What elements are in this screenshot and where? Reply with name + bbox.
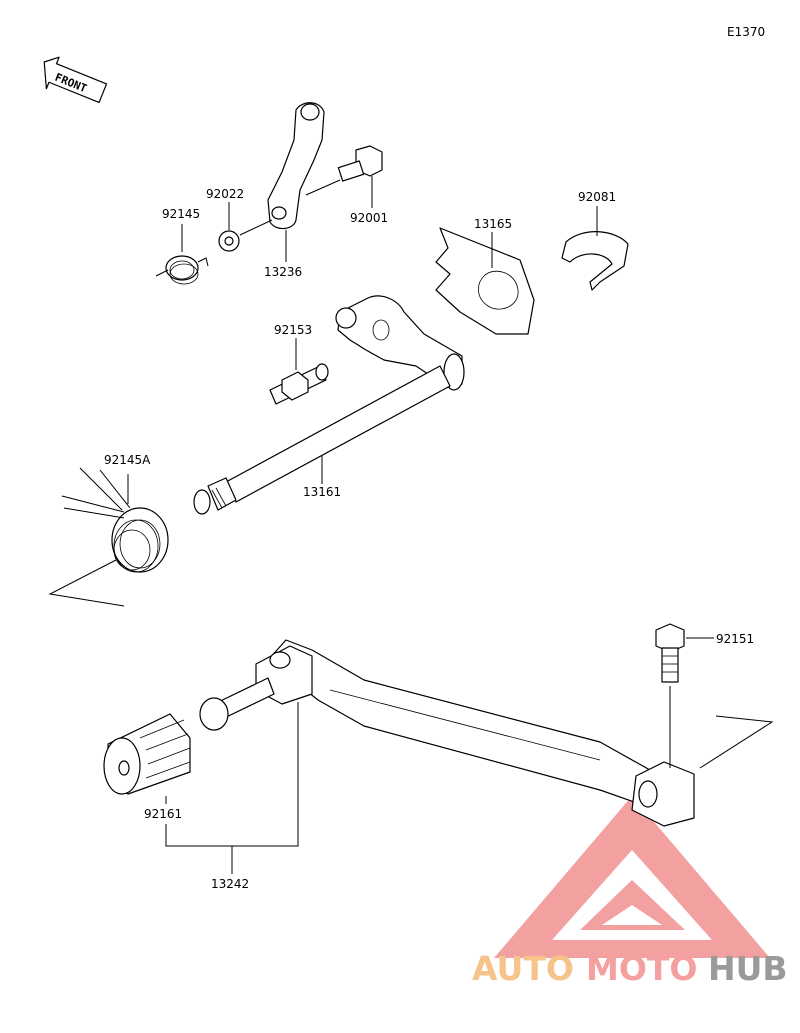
- stud-92153: [269, 363, 329, 405]
- watermark-auto: AUTO: [472, 949, 574, 988]
- label-92151: 92151: [716, 632, 754, 646]
- label-92001: 92001: [350, 211, 388, 225]
- label-13236: 13236: [264, 265, 302, 279]
- bolt-92151: [655, 623, 685, 683]
- watermark-hub: HUB: [708, 949, 788, 988]
- bolt-92001: [337, 145, 383, 182]
- front-arrow-icon: FRONT: [43, 56, 108, 104]
- watermark-moto: MOTO: [586, 949, 697, 988]
- spring-92145: [155, 255, 209, 285]
- diagram-id: E1370: [727, 25, 765, 39]
- spring-92145A: [61, 467, 169, 573]
- label-92161: 92161: [144, 807, 182, 821]
- label-13242: 13242: [211, 877, 249, 891]
- label-92081: 92081: [578, 190, 616, 204]
- clip-92081: [561, 231, 629, 291]
- label-13165: 13165: [474, 217, 512, 231]
- arm-13236: [267, 102, 325, 230]
- label-92145: 92145: [162, 207, 200, 221]
- label-92153: 92153: [274, 323, 312, 337]
- label-92022: 92022: [206, 187, 244, 201]
- washer-92022: [218, 230, 240, 252]
- label-92145A: 92145A: [104, 453, 151, 467]
- rubber-92161: [103, 713, 191, 795]
- pedal-13242: [199, 639, 695, 827]
- watermark-logo: [494, 796, 770, 958]
- label-13161: 13161: [303, 485, 341, 499]
- watermark-text: AUTO MOTO HUB: [472, 949, 788, 988]
- shaft-13161: [193, 295, 465, 515]
- plate-13165: [435, 227, 535, 335]
